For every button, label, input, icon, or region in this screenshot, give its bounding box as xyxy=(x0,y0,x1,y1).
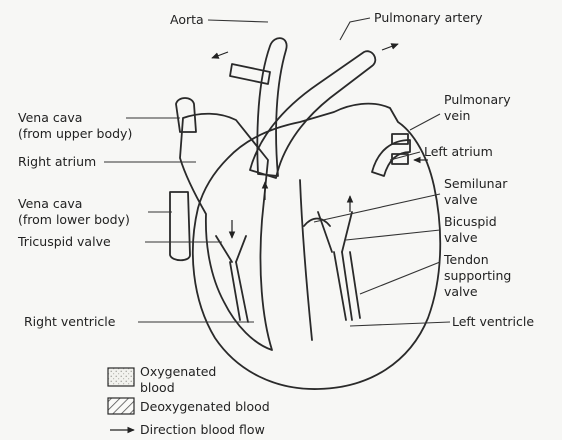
bicuspid-valve-flaps xyxy=(318,212,352,252)
label-vena-cava-upper-1: Vena cava xyxy=(18,110,82,125)
leader-left-ventricle xyxy=(350,322,450,326)
pulmonary-vein-vessel xyxy=(372,140,410,176)
leader-aorta xyxy=(208,20,268,22)
legend-direction: Direction blood flow xyxy=(140,422,265,437)
label-right-ventricle: Right ventricle xyxy=(24,314,116,329)
leader-semilunar xyxy=(314,194,440,222)
label-semilunar-valve-1: Semilunar xyxy=(444,176,508,191)
label-vena-cava-lower-1: Vena cava xyxy=(18,196,82,211)
label-semilunar-valve-2: valve xyxy=(444,192,478,207)
label-pulmonary-vein-1: Pulmonary xyxy=(444,92,511,107)
label-aorta: Aorta xyxy=(170,12,204,27)
label-tendon-1: Tendon xyxy=(443,252,489,267)
label-bicuspid-valve-1: Bicuspid xyxy=(444,214,497,229)
legend: Oxygenated blood Deoxygenated blood Dire… xyxy=(108,364,270,437)
flow-arrow-pulmonary xyxy=(382,44,398,50)
label-bicuspid-valve-2: valve xyxy=(444,230,478,245)
label-tendon-3: valve xyxy=(444,284,478,299)
legend-oxygenated-2: blood xyxy=(140,380,175,395)
label-pulmonary-artery: Pulmonary artery xyxy=(374,10,483,25)
label-tricuspid-valve: Tricuspid valve xyxy=(17,234,111,249)
label-pulmonary-vein-2: vein xyxy=(444,108,470,123)
legend-swatch-oxygenated xyxy=(108,368,134,386)
inferior-vena-cava xyxy=(170,192,190,260)
leader-bicuspid xyxy=(346,230,440,240)
leader-pulmonary-vein xyxy=(410,114,440,130)
legend-swatch-deoxygenated xyxy=(108,398,134,414)
septum xyxy=(300,180,312,340)
legend-oxygenated-1: Oxygenated xyxy=(140,364,216,379)
tricuspid-valve-flaps xyxy=(216,236,246,262)
legend-deoxygenated: Deoxygenated blood xyxy=(140,399,270,414)
label-left-ventricle: Left ventricle xyxy=(452,314,534,329)
leader-pulmonary-artery xyxy=(340,18,370,40)
aorta-vessel xyxy=(257,38,286,176)
label-left-atrium: Left atrium xyxy=(424,144,493,159)
label-right-atrium: Right atrium xyxy=(18,154,96,169)
label-vena-cava-upper-2: (from upper body) xyxy=(18,126,132,141)
label-tendon-2: supporting xyxy=(444,268,511,283)
leader-tendon xyxy=(360,262,440,294)
pulmonary-artery-vessel xyxy=(250,51,375,178)
flow-arrow-aorta xyxy=(212,52,228,58)
heart-body xyxy=(193,104,440,389)
tendon-chords xyxy=(334,252,360,320)
right-tendon-chords xyxy=(230,262,248,322)
label-vena-cava-lower-2: (from lower body) xyxy=(18,212,130,227)
